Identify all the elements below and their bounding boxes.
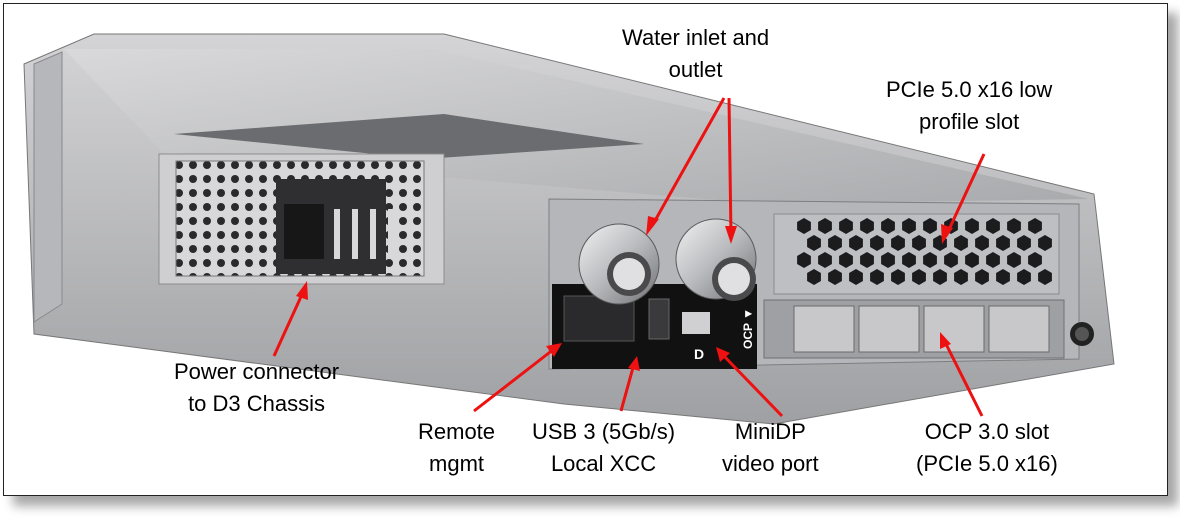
vent-hole (902, 252, 916, 268)
vent-hole (986, 218, 1000, 234)
vent-hole (860, 218, 874, 234)
arrow-pcie (944, 153, 986, 237)
vent-hole (954, 269, 968, 285)
arrow-usb (619, 363, 636, 412)
vent-hole (1028, 218, 1042, 234)
vent-hole (828, 269, 842, 285)
arrow-minidp (720, 352, 784, 418)
vent-hole (1028, 252, 1042, 268)
vent-hole (944, 252, 958, 268)
vent-hole (807, 235, 821, 251)
vent-hole (996, 235, 1010, 251)
vent-hole (902, 218, 916, 234)
vent-hole (1038, 269, 1052, 285)
vent-hole (870, 235, 884, 251)
vent-hole (881, 252, 895, 268)
vent-hole (891, 235, 905, 251)
pcie-slot-vents (797, 218, 1052, 285)
minidp-mark: D (694, 346, 704, 362)
label-water-inlet-outlet: Water inlet and outlet (622, 25, 770, 82)
vent-hole (849, 235, 863, 251)
vent-hole (954, 235, 968, 251)
water-pipes (578, 218, 757, 305)
vent-hole (965, 252, 979, 268)
vent-hole (870, 269, 884, 285)
vent-hole (807, 269, 821, 285)
arrow-water-outlet (727, 97, 733, 237)
vent-hole (828, 235, 842, 251)
label-usb: USB 3 (5Gb/s) Local XCC (532, 419, 676, 476)
arrow-remote (473, 347, 555, 413)
vent-hole (912, 269, 926, 285)
vent-hole (986, 252, 1000, 268)
vent-hole (891, 269, 905, 285)
vent-hole (1017, 235, 1031, 251)
minidp-port (682, 312, 710, 334)
vent-hole (797, 218, 811, 234)
label-minidp: MiniDP video port (722, 419, 819, 476)
vent-hole (797, 252, 811, 268)
label-ocp-slot: OCP 3.0 slot (PCIe 5.0 x16) (916, 419, 1058, 476)
vent-hole (849, 269, 863, 285)
callout-arrows (272, 97, 986, 418)
vent-hole (965, 218, 979, 234)
vent-hole (975, 235, 989, 251)
label-power-connector: Power connector to D3 Chassis (174, 359, 340, 416)
vent-hole (1038, 235, 1052, 251)
vent-hole (818, 218, 832, 234)
power-connector (175, 160, 425, 277)
ocp-mark: OCP ▼ (741, 308, 755, 349)
usb-port (648, 298, 670, 340)
vent-hole (933, 269, 947, 285)
vent-hole (881, 218, 895, 234)
label-remote-mgmt: Remote mgmt (418, 419, 496, 476)
vent-hole (996, 269, 1010, 285)
vent-hole (860, 252, 874, 268)
vent-hole (1017, 269, 1031, 285)
vent-hole (839, 252, 853, 268)
vent-hole (839, 218, 853, 234)
arrow-power (272, 289, 306, 357)
vent-hole (975, 269, 989, 285)
vent-hole (912, 235, 926, 251)
diagram-frame: D OCP ▼ (3, 3, 1168, 496)
arrow-water-inlet (650, 97, 726, 227)
label-pcie-slot: PCIe 5.0 x16 low profile slot (886, 77, 1053, 134)
vent-hole (1007, 252, 1021, 268)
vent-hole (818, 252, 832, 268)
vent-hole (1007, 218, 1021, 234)
vent-hole (923, 252, 937, 268)
server-illustration: D OCP ▼ (23, 33, 1115, 425)
arrow-ocp (942, 339, 984, 417)
vent-hole (923, 218, 937, 234)
